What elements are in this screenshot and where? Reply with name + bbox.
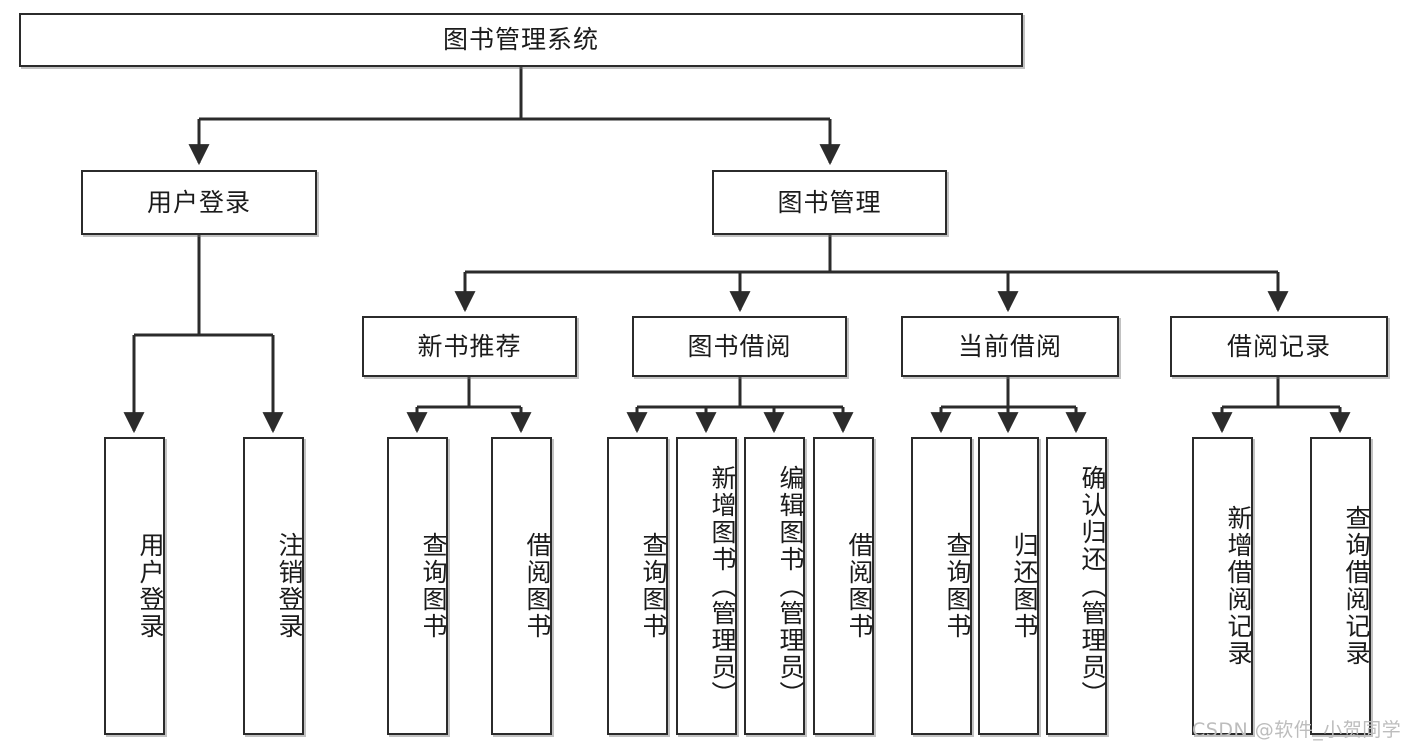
node-leaf-query-record[interactable]: 查询借阅记录 — [1310, 437, 1371, 735]
node-leaf-query-book-2[interactable]: 查询图书 — [607, 437, 668, 735]
node-borrow-record[interactable]: 借阅记录 — [1170, 316, 1388, 377]
node-book-manage[interactable]: 图书管理 — [712, 170, 947, 235]
node-current-borrow-label: 当前借阅 — [957, 331, 1062, 361]
node-leaf-confirm-return[interactable]: 确认归还（管理员） — [1046, 437, 1107, 735]
node-leaf-user-login-label: 用户登录 — [136, 532, 165, 640]
node-root-label: 图书管理系统 — [442, 25, 599, 55]
node-user-login-label: 用户登录 — [146, 187, 251, 217]
node-book-borrow-label: 图书借阅 — [687, 331, 792, 361]
node-leaf-user-login[interactable]: 用户登录 — [104, 437, 165, 735]
node-current-borrow[interactable]: 当前借阅 — [901, 316, 1119, 377]
node-book-manage-label: 图书管理 — [777, 187, 882, 217]
node-leaf-borrow-book-1-label: 借阅图书 — [523, 532, 552, 640]
node-leaf-add-record-label: 新增借阅记录 — [1224, 505, 1253, 667]
node-leaf-add-record[interactable]: 新增借阅记录 — [1192, 437, 1253, 735]
node-leaf-user-logout[interactable]: 注销登录 — [243, 437, 304, 735]
node-leaf-return-book-label: 归还图书 — [1010, 532, 1039, 640]
watermark-text: CSDN @软件_小贺同学 — [1192, 719, 1402, 741]
node-leaf-query-book-1-label: 查询图书 — [419, 532, 448, 640]
node-leaf-user-logout-label: 注销登录 — [275, 532, 304, 640]
node-leaf-query-book-3-label: 查询图书 — [943, 532, 972, 640]
node-leaf-query-book-3[interactable]: 查询图书 — [911, 437, 972, 735]
node-leaf-query-book-1[interactable]: 查询图书 — [387, 437, 448, 735]
node-leaf-add-book-label: 新增图书（管理员） — [708, 464, 737, 708]
node-user-login[interactable]: 用户登录 — [81, 170, 317, 235]
node-new-book-rec-label: 新书推荐 — [417, 331, 522, 361]
node-leaf-query-record-label: 查询借阅记录 — [1342, 505, 1371, 667]
node-leaf-return-book[interactable]: 归还图书 — [978, 437, 1039, 735]
node-leaf-edit-book-label: 编辑图书（管理员） — [776, 464, 805, 708]
node-new-book-rec[interactable]: 新书推荐 — [362, 316, 577, 377]
node-leaf-edit-book[interactable]: 编辑图书（管理员） — [744, 437, 805, 735]
node-leaf-query-book-2-label: 查询图书 — [639, 532, 668, 640]
node-leaf-borrow-book-2[interactable]: 借阅图书 — [813, 437, 874, 735]
node-leaf-confirm-return-label: 确认归还（管理员） — [1078, 464, 1107, 708]
node-borrow-record-label: 借阅记录 — [1226, 331, 1331, 361]
node-leaf-add-book[interactable]: 新增图书（管理员） — [676, 437, 737, 735]
node-leaf-borrow-book-1[interactable]: 借阅图书 — [491, 437, 552, 735]
node-root[interactable]: 图书管理系统 — [19, 13, 1023, 67]
node-book-borrow[interactable]: 图书借阅 — [632, 316, 847, 377]
node-leaf-borrow-book-2-label: 借阅图书 — [845, 532, 874, 640]
